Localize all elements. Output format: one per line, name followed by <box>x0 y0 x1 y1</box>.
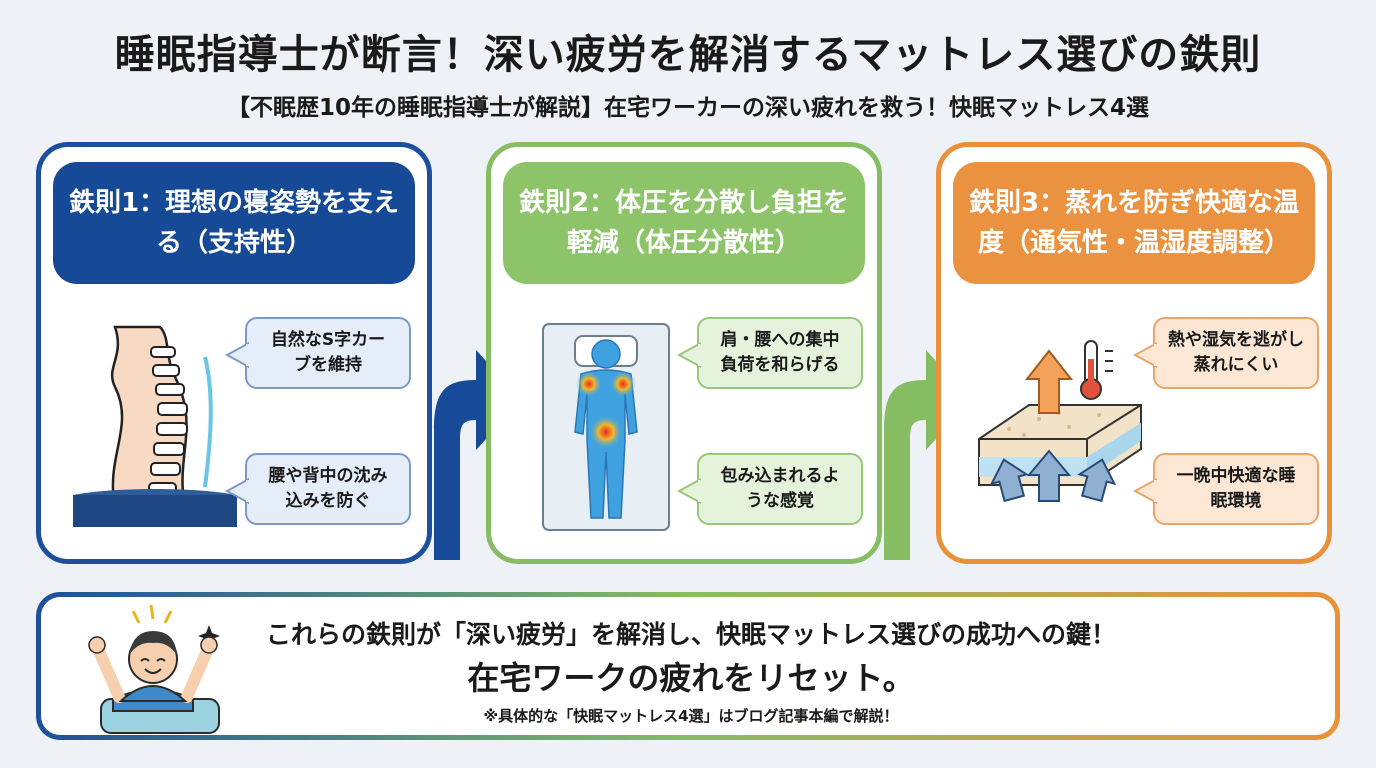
page-subtitle: 【不眠歴10年の睡眠指導士が解説】在宅ワーカーの深い疲れを救う！快眠マットレス4… <box>226 95 1149 121</box>
rule-3-bubble-2-text: 一晩中快適な睡眠環境 <box>1176 466 1296 511</box>
pressure-map-icon <box>542 323 670 531</box>
rule-1-bubble-1: 自然なS字カーブを維持 <box>225 317 411 389</box>
mattress-airflow-icon <box>978 340 1142 503</box>
rule-3-bubble-1-text: 熱や湿気を逃がし蒸れにくい <box>1168 330 1304 375</box>
summary-line-2: 在宅ワークの疲れをリセット。 <box>467 659 915 697</box>
rule-3-bubble-1: 熱や湿気を逃がし蒸れにくい <box>1133 317 1319 389</box>
rule-2-bubble-1: 肩・腰への集中負荷を和らげる <box>677 317 863 389</box>
rule-3-panel: 鉄則3：蒸れを防ぎ快適な温度（通気性・温湿度調整） 熱や湿気を逃がし蒸れにくい … <box>936 142 1332 564</box>
rule-2-heading: 鉄則2：体圧を分散し負担を軽減（体圧分散性） <box>503 162 865 284</box>
rule-2-bubble-1-text: 肩・腰への集中負荷を和らげる <box>720 330 840 375</box>
rule-3-heading: 鉄則3：蒸れを防ぎ快適な温度（通気性・温湿度調整） <box>953 162 1315 284</box>
summary-line-1: これらの鉄則が「深い疲労」を解消し、快眠マットレス選びの成功への鍵！ <box>265 620 1116 649</box>
summary-box: これらの鉄則が「深い疲労」を解消し、快眠マットレス選びの成功への鍵！ 在宅ワーク… <box>36 592 1340 740</box>
rule-2-panel: 鉄則2：体圧を分散し負担を軽減（体圧分散性） 肩・腰への集中負荷を和らげる 包み… <box>486 142 882 564</box>
rule-1-heading: 鉄則1：理想の寝姿勢を支える（支持性） <box>53 162 415 284</box>
summary-note: ※具体的な「快眠マットレス4選」はブログ記事本編で解説！ <box>483 707 899 725</box>
rule-1-bubble-2: 腰や背中の沈み込みを防ぐ <box>225 453 411 525</box>
spine-icon <box>73 325 237 527</box>
waking-person-icon <box>88 604 220 734</box>
rule-2-bubble-2: 包み込まれるような感覚 <box>677 453 863 525</box>
rule-1-bubble-1-text: 自然なS字カーブを維持 <box>270 330 386 375</box>
rule-1-panel: 鉄則1：理想の寝姿勢を支える（支持性） 自然なS字カーブを維持 腰や背中の沈み込… <box>36 142 432 564</box>
page-title: 睡眠指導士が断言！深い疲労を解消するマットレス選びの鉄則 <box>114 32 1262 78</box>
rule-1-bubble-2-text: 腰や背中の沈み込みを防ぐ <box>268 466 388 511</box>
rule-2-bubble-2-text: 包み込まれるような感覚 <box>720 466 840 511</box>
rule-3-bubble-2: 一晩中快適な睡眠環境 <box>1133 453 1319 525</box>
